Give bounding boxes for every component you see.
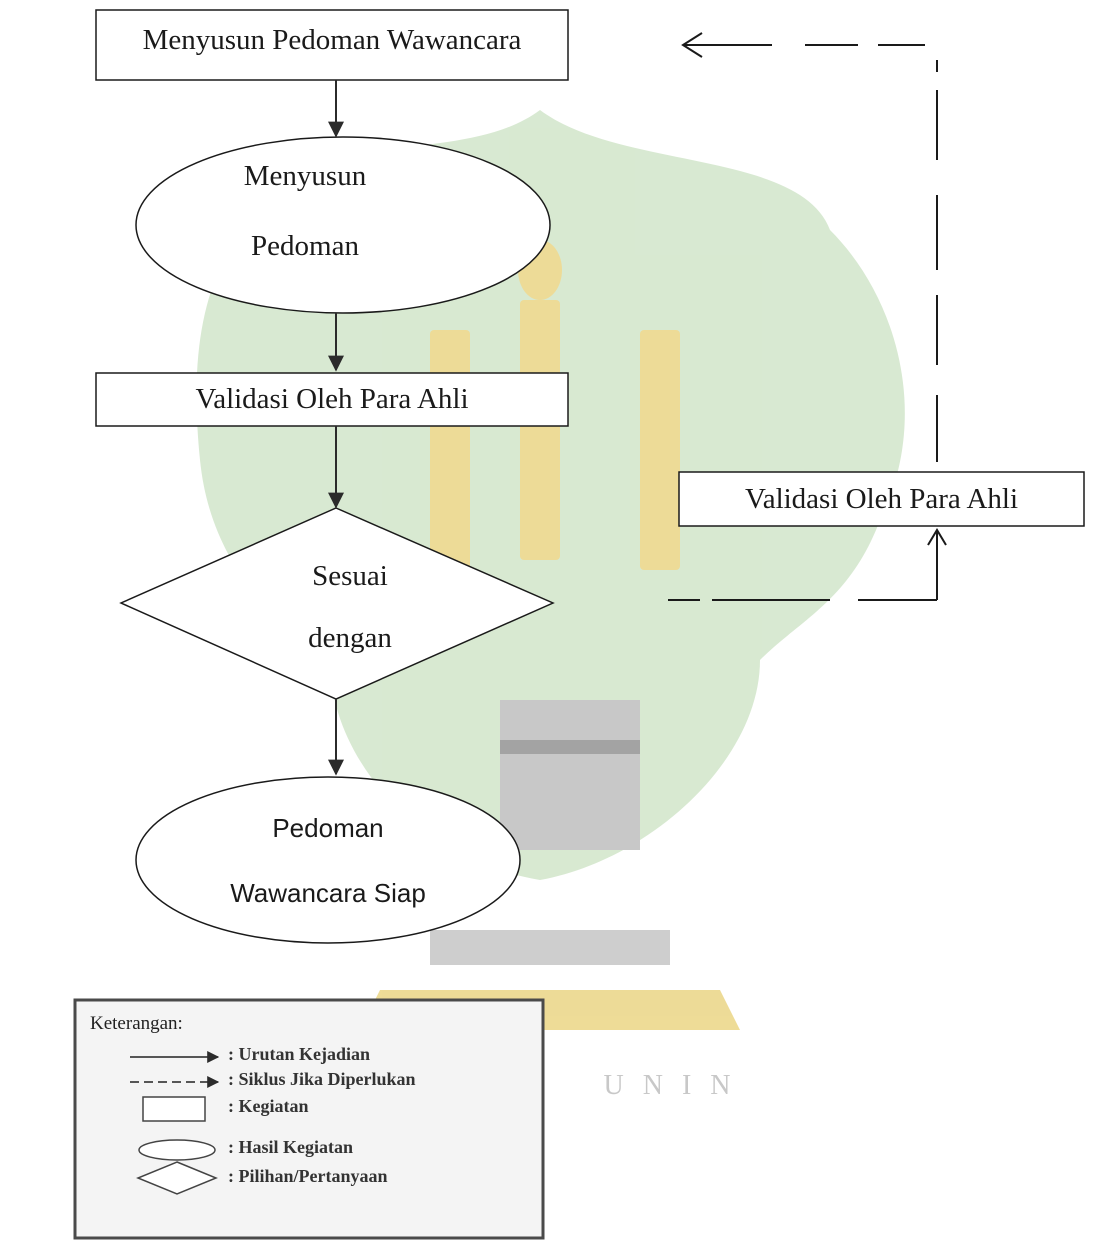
activity-box-side-validation	[678, 471, 1085, 527]
legend-ellipse-icon	[138, 1139, 216, 1161]
legend-title: Keterangan:	[90, 1013, 183, 1034]
step2-label-line2: Pedoman	[251, 230, 359, 262]
step1-label: Menyusun Pedoman Wawancara	[142, 24, 522, 56]
legend-diamond-icon	[136, 1161, 218, 1195]
legend-item-choice: : Pilihan/Pertanyaan	[228, 1166, 388, 1186]
legend-item-sequence: : Urutan Kejadian	[228, 1044, 371, 1064]
watermark-gold-bar-n	[640, 330, 680, 570]
watermark-kaaba-band	[500, 740, 640, 754]
legend-item-activity: : Kegiatan	[228, 1096, 309, 1116]
legend-item-cycle: : Siklus Jika Diperlukan	[228, 1069, 416, 1089]
watermark-text: U N I N	[603, 1070, 737, 1101]
result-label-line2: Wawancara Siap	[230, 878, 426, 908]
side-validation-label: Validasi Oleh Para Ahli	[744, 483, 1019, 515]
legend-box	[73, 998, 545, 1240]
step3-label: Validasi Oleh Para Ahli	[195, 383, 469, 415]
activity-box-step1	[95, 9, 569, 81]
activity-box-step3	[95, 372, 569, 427]
watermark-gold-bar-left	[430, 330, 470, 580]
step2-label-line1: Menyusun	[243, 160, 367, 192]
result-label-line1: Pedoman	[272, 813, 384, 843]
cycle-dashed-path	[668, 32, 947, 601]
decision-label-line1: Sesuai	[312, 560, 388, 592]
result-ellipse-final	[135, 776, 521, 944]
decision-label-line2: dengan	[308, 622, 392, 654]
legend-item-result: : Hasil Kegiatan	[228, 1137, 353, 1157]
watermark-kaaba	[500, 700, 640, 850]
legend-rectangle-icon	[142, 1096, 206, 1122]
result-ellipse-step2	[135, 136, 551, 314]
watermark-gray-base	[430, 930, 670, 965]
watermark-gold-bar-right	[520, 300, 560, 560]
